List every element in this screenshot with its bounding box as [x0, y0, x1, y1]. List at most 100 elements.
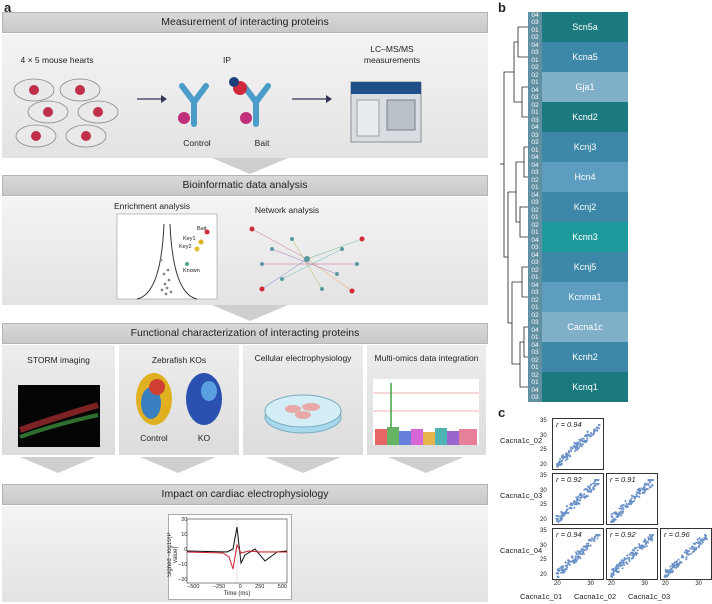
scatter-point [614, 518, 617, 521]
scatter-point [576, 446, 579, 449]
replicate-label: 01 [531, 274, 539, 281]
replicate-label: 03 [531, 49, 539, 56]
scatter-point [577, 550, 580, 553]
scatter-point [672, 565, 675, 568]
scatter-point [628, 502, 631, 505]
scatter-point [560, 463, 563, 465]
impact-xlabel: Time (ms) [223, 591, 251, 597]
scatter-point [612, 572, 615, 575]
replicate-label: 04 [531, 11, 539, 19]
scatter-point [705, 534, 707, 537]
scatter-point [638, 496, 641, 498]
scatter-point [585, 494, 588, 497]
scatter-point [577, 496, 580, 498]
scatter-point [560, 514, 563, 517]
scatter-point [643, 483, 646, 486]
scatter-point [666, 574, 668, 577]
scatter-point [594, 429, 597, 432]
scatter-point [644, 538, 646, 541]
scatter-point [586, 439, 589, 442]
scatter-point [573, 506, 576, 509]
lcms-label: LC–MS/MS measurements [363, 44, 421, 65]
replicate-label: 02 [531, 266, 539, 274]
scatter-point [620, 507, 623, 510]
scatter-point [618, 563, 621, 566]
scatter-point [613, 570, 616, 573]
scatter-point [698, 544, 701, 547]
gene-block: Kcnj3 [542, 132, 628, 162]
arrow-icon [137, 95, 167, 103]
storm-panel: STORM imaging [2, 345, 115, 455]
replicate-label: 02 [531, 34, 539, 41]
replicate-label: 01 [531, 184, 539, 191]
impact-ytick: 20 [181, 517, 188, 523]
scatter-point [592, 482, 595, 485]
scatter-points [663, 534, 708, 578]
arrow-icon [292, 95, 332, 103]
scatter-col-label: Cacna1c_03 [628, 592, 671, 601]
scatter-point [669, 565, 672, 568]
replicate-label: 02 [531, 139, 539, 146]
antibody-illustration [178, 77, 271, 127]
replicate-label: 02 [531, 296, 539, 304]
scatter-point [648, 534, 651, 536]
scatter-point [620, 514, 623, 517]
scatter-points [555, 534, 601, 578]
scatter-xtick: 30 [641, 581, 648, 587]
scatter-point [594, 479, 596, 481]
impact-ytick: 10 [181, 532, 188, 538]
scatter-point [628, 553, 631, 556]
scatter-point [612, 519, 614, 522]
scatter-row-label: Cacna1c_04 [500, 546, 543, 555]
scatter-point [574, 450, 576, 452]
gene-block: Kcna5 [542, 42, 628, 72]
scatter-point [593, 538, 596, 541]
network-graph [249, 226, 365, 294]
scatter-point [631, 552, 634, 555]
scatter-point [692, 548, 695, 551]
scatter-point [701, 538, 704, 541]
scatter-point [570, 560, 573, 563]
scatter-point [556, 569, 559, 572]
scatter-point [589, 435, 592, 438]
scatter-point [687, 553, 690, 556]
scatter-point [561, 459, 564, 462]
replicate-label: 03 [531, 349, 539, 356]
scatter-point [580, 445, 583, 448]
scatter-point [565, 512, 568, 515]
control-label: Control [183, 138, 211, 148]
replicate-label: 03 [531, 19, 539, 26]
scatter-point [610, 513, 613, 516]
scatter-points [609, 479, 655, 523]
scatter-point [620, 504, 623, 507]
gene-block: Kcnh2 [542, 342, 628, 372]
replicate-label: 01 [531, 26, 539, 34]
scatter-point [626, 554, 629, 557]
key1-point-label: Key1 [183, 236, 196, 242]
scatter-point [583, 552, 585, 555]
scatter-xtick: 20 [662, 581, 669, 587]
scatter-point [645, 483, 648, 486]
scatter-point [647, 479, 650, 481]
scatter-point [593, 484, 596, 487]
scatter-point [596, 427, 599, 429]
scatter-point [675, 566, 678, 569]
scatter-point [590, 483, 593, 486]
replicate-label: 04 [531, 154, 539, 161]
bioinformatic-section: Enrichment analysis Network analysis Bai… [2, 197, 488, 305]
flow-arrow [388, 457, 464, 473]
scatter-xtick: 30 [587, 581, 594, 587]
scatter-point [611, 515, 614, 518]
scatter-point [597, 479, 600, 481]
impact-xtick: 0 [238, 584, 242, 590]
scatter-point [651, 534, 654, 536]
scatter-point [581, 437, 584, 440]
replicate-label: 02 [531, 356, 539, 364]
scatter-point [585, 542, 588, 545]
scatter-point [622, 508, 625, 511]
scatter-point [643, 490, 646, 493]
